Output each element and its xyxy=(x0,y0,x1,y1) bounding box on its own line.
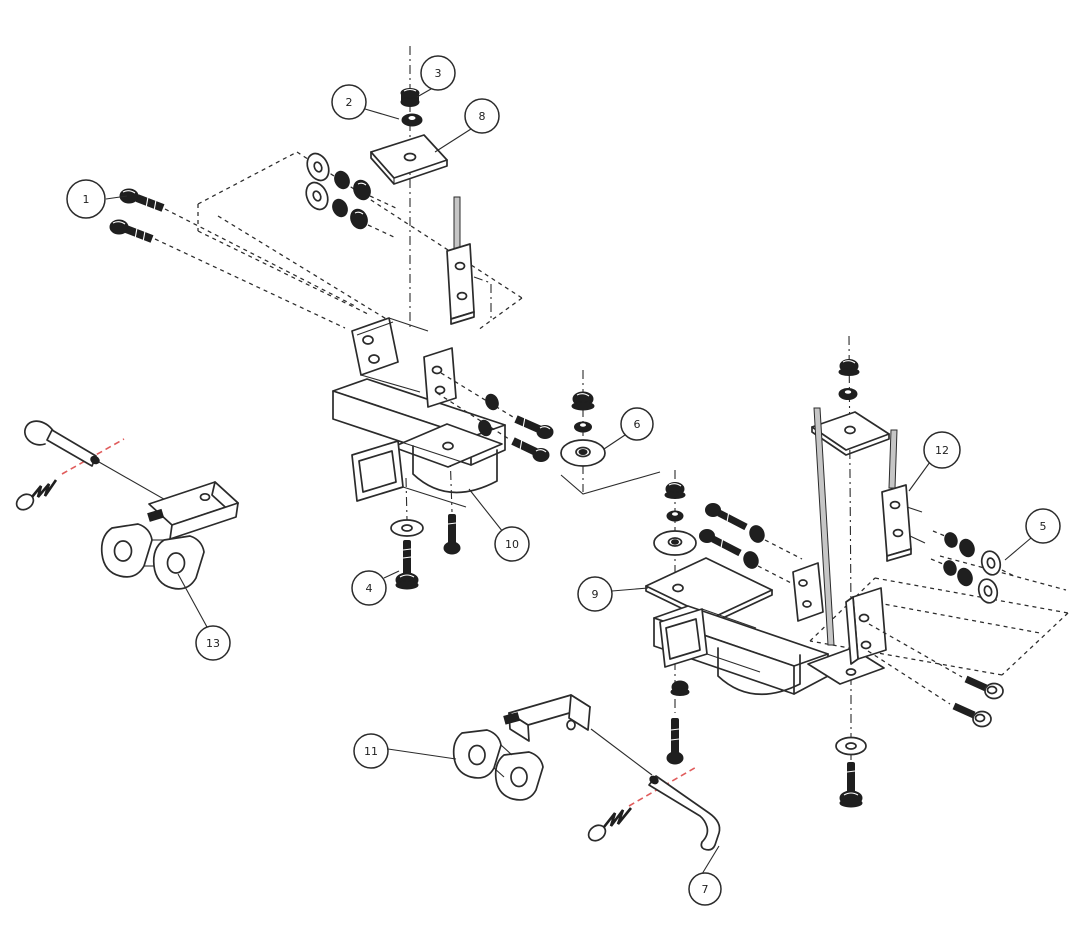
callout-circle-11 xyxy=(353,733,389,769)
callout-4: 4 xyxy=(351,570,400,606)
callout-number-4: 4 xyxy=(366,582,373,595)
callout-1: 1 xyxy=(66,179,128,219)
callout-5: 5 xyxy=(1004,508,1061,561)
center-carriage-bolts xyxy=(436,372,554,462)
drawbar-11 xyxy=(452,694,653,801)
right-carriage-bolts xyxy=(699,503,803,586)
far-right-bolts xyxy=(867,623,1004,728)
callout-3: 3 xyxy=(416,55,456,98)
right-top-stack xyxy=(811,359,890,456)
callout-6: 6 xyxy=(603,407,654,450)
callout-7: 7 xyxy=(688,845,722,906)
callout-leader-8 xyxy=(434,128,472,153)
callout-number-2: 2 xyxy=(346,96,353,109)
callout-number-6: 6 xyxy=(634,418,641,431)
callout-leader-11 xyxy=(387,748,457,760)
callout-leader-6 xyxy=(603,434,626,450)
bottom-pin-group xyxy=(587,765,721,851)
callout-13: 13 xyxy=(177,573,231,661)
callout-leader-1 xyxy=(105,195,128,200)
callout-leader-3 xyxy=(416,88,432,98)
callout-number-12: 12 xyxy=(935,444,949,457)
right-bottom-bolts xyxy=(666,680,867,808)
callout-number-11: 11 xyxy=(364,745,378,758)
right-hitch-assembly xyxy=(653,562,887,696)
callout-number-5: 5 xyxy=(1040,520,1047,533)
callout-number-13: 13 xyxy=(206,637,220,650)
callout-number-8: 8 xyxy=(479,110,486,123)
callout-11: 11 xyxy=(353,733,457,769)
callout-2: 2 xyxy=(331,84,400,120)
callout-12: 12 xyxy=(908,431,961,492)
callout-circle-6 xyxy=(620,407,654,441)
callout-circle-7 xyxy=(688,872,722,906)
callout-leader-12 xyxy=(908,461,931,492)
callout-circle-2 xyxy=(331,84,367,120)
callout-8: 8 xyxy=(434,98,500,153)
washer-stack-6 xyxy=(560,391,661,495)
ghost-frame-rail-right xyxy=(809,555,1069,676)
callout-number-3: 3 xyxy=(435,67,442,80)
callout-leader-4 xyxy=(383,570,400,579)
callout-leader-2 xyxy=(364,108,400,120)
callout-10: 10 xyxy=(468,488,530,562)
callout-9: 9 xyxy=(577,576,649,612)
callout-leader-10 xyxy=(468,488,504,533)
callout-circle-4 xyxy=(351,570,387,606)
ball-mount-13 xyxy=(100,481,239,590)
callout-circle-3 xyxy=(420,55,456,91)
callout-circle-8 xyxy=(464,98,500,134)
center-strap-strip xyxy=(446,196,475,325)
callout-number-10: 10 xyxy=(505,538,519,551)
callout-leader-7 xyxy=(701,845,720,875)
callout-leader-5 xyxy=(1004,537,1032,561)
ghost-frame-rail-center xyxy=(197,151,523,331)
nut-washer-cluster-5 xyxy=(930,530,1015,604)
callout-circle-13 xyxy=(195,625,231,661)
callout-circle-9 xyxy=(577,576,613,612)
callout-circle-12 xyxy=(923,431,961,469)
callout-circle-5 xyxy=(1025,508,1061,544)
callout-circle-1 xyxy=(66,179,106,219)
mount-bolts-bottom-center xyxy=(390,514,461,590)
washer-stack-right xyxy=(653,482,697,556)
top-fastener-stack xyxy=(370,88,448,185)
callout-number-1: 1 xyxy=(83,193,90,206)
callout-number-9: 9 xyxy=(592,588,599,601)
hex-bolts-part1 xyxy=(109,188,358,329)
callout-circle-10 xyxy=(494,526,530,562)
center-hitch-assembly xyxy=(332,317,506,508)
right-strap-strip-12 xyxy=(813,407,926,646)
callout-number-7: 7 xyxy=(702,883,709,896)
washer-nut-cluster xyxy=(305,152,399,239)
callout-leader-13 xyxy=(177,573,208,628)
callout-leader-9 xyxy=(611,587,649,592)
